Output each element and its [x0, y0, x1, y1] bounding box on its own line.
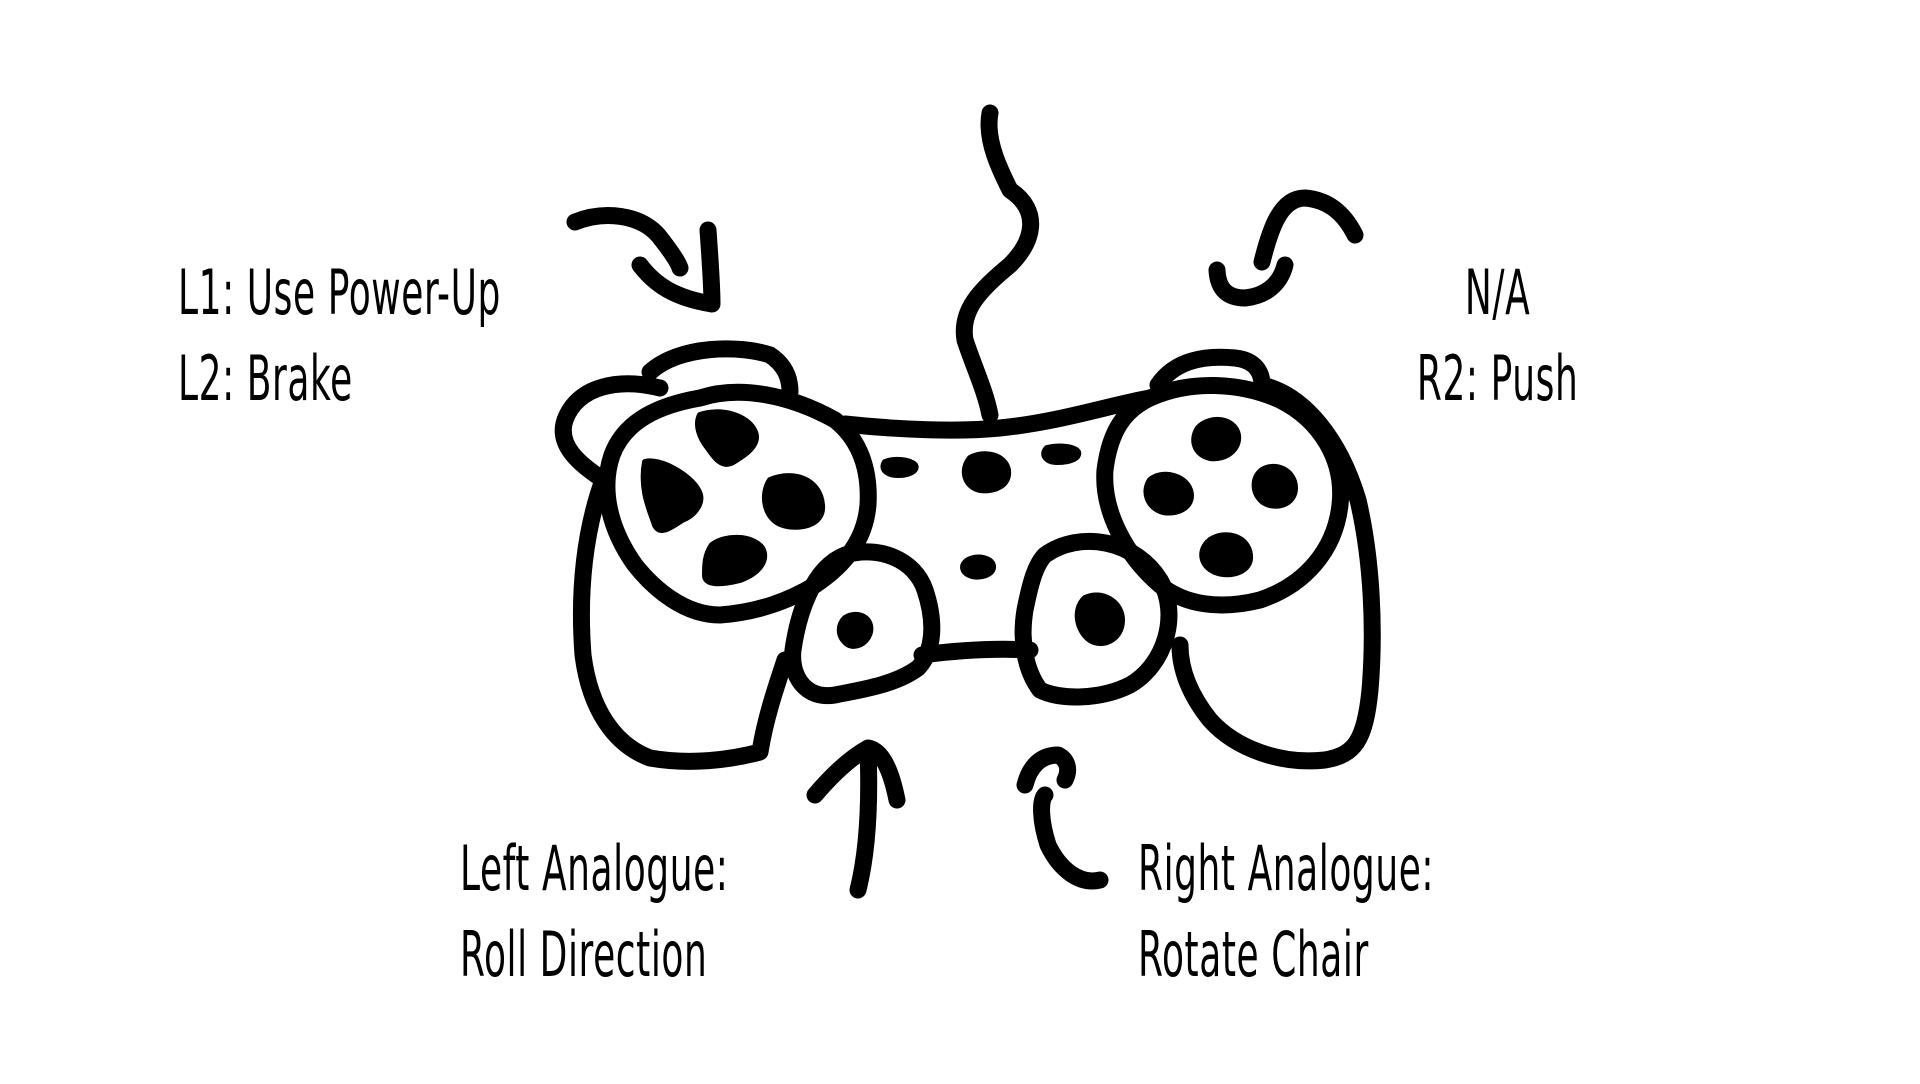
right-analog-nub — [1074, 592, 1125, 647]
start-button — [1041, 443, 1082, 465]
left-analogue-title: Left Analogue: — [460, 832, 729, 905]
arrow-to-right-shoulder — [1253, 189, 1364, 271]
right-shoulder-button — [1149, 348, 1271, 394]
left-analogue-action: Roll Direction — [460, 918, 708, 991]
right-analogue-label: Right Analogue: Rotate Chair — [1138, 826, 1434, 998]
triangle-button — [1191, 417, 1242, 462]
right-shoulder-label: N/A R2: Push — [1417, 250, 1578, 422]
right-analogue-title: Right Analogue: — [1138, 832, 1435, 905]
dpad-right — [761, 473, 826, 530]
left-shoulder-label: L1: Use Power-Up L2: Brake — [178, 250, 501, 422]
l2-text: L2: Brake — [178, 342, 353, 415]
arrow-to-right-analogue-head — [1016, 746, 1077, 794]
arrow-to-left-analogue — [849, 741, 878, 899]
right-grip — [1171, 376, 1381, 770]
controller-body-bridge — [913, 640, 1039, 664]
r2-text: R2: Push — [1416, 342, 1578, 415]
circle-button — [1251, 463, 1298, 509]
square-button — [1143, 471, 1194, 516]
dpad-left — [640, 458, 704, 533]
arrow-to-left-analogue-head — [806, 739, 906, 809]
controller-cable — [955, 104, 1040, 424]
center-dot-button — [960, 554, 996, 580]
dpad-down — [702, 534, 768, 587]
left-analog-nub — [836, 611, 874, 649]
left-shoulder-button — [641, 340, 799, 401]
arrow-to-right-shoulder-head — [1208, 256, 1294, 307]
left-analogue-label: Left Analogue: Roll Direction — [460, 826, 728, 998]
controller-body-top — [836, 389, 1159, 439]
left-grip — [554, 375, 794, 770]
analog-mode-button — [961, 451, 1012, 494]
left-face-plate — [598, 383, 877, 624]
arrow-to-left-shoulder — [566, 207, 689, 277]
arrow-to-left-shoulder-head — [631, 221, 721, 313]
right-analogue-action: Rotate Chair — [1138, 918, 1369, 991]
r1-text: N/A — [1464, 256, 1530, 329]
arrow-to-right-analogue — [1033, 786, 1109, 890]
cross-button — [1199, 532, 1254, 578]
select-button — [880, 456, 919, 478]
left-analog-stick — [784, 543, 941, 705]
dpad-up — [695, 409, 759, 467]
l1-text: L1: Use Power-Up — [178, 256, 501, 329]
